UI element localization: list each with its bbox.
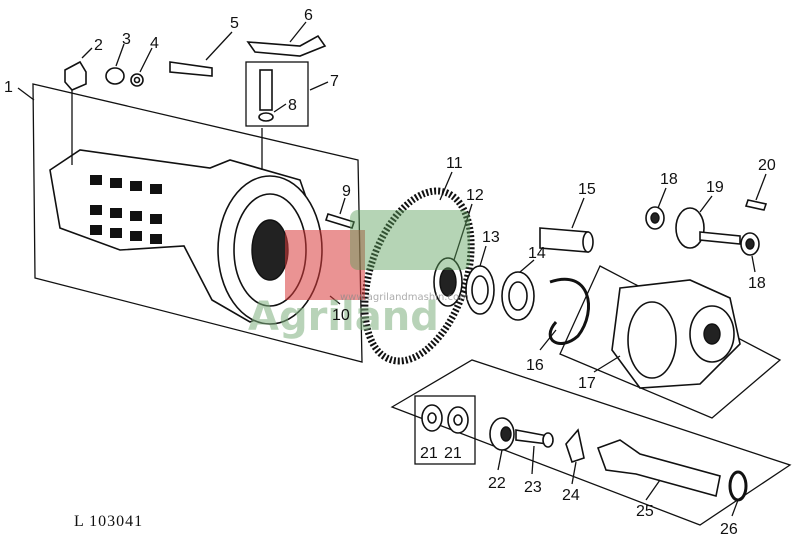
reference-code: L 103041 [74,513,143,530]
callout-20: 20 [758,157,776,174]
pin-9 [324,213,356,229]
pinion-gear-19 [675,207,741,249]
callout-21-left: 21 [420,445,438,462]
differential-carrier-17 [611,279,741,389]
watermark-logo-block [285,230,365,300]
sleeve-15 [539,227,594,253]
fitting-2 [64,60,87,91]
callout-11: 11 [446,155,463,172]
callout-7: 7 [330,73,339,90]
valve-assembly-8 [258,69,274,122]
plug-3 [105,67,125,85]
watermark-text: Agriland [248,294,439,340]
callout-18-upper: 18 [660,171,678,188]
washer-21-right [447,406,469,434]
callout-3: 3 [122,31,131,48]
callout-16: 16 [526,357,544,374]
housing-plane [32,83,363,363]
callout-26: 26 [720,521,738,538]
gasket-11 [361,187,475,365]
callout-4: 4 [150,35,159,52]
thrust-washer-18-upper [645,206,665,230]
callouts: 1 2 3 4 5 6 7 8 9 10 11 12 13 14 15 16 1… [4,7,776,538]
callout-18-lower: 18 [748,275,766,292]
callout-1: 1 [4,79,13,96]
callout-10: 10 [332,307,350,324]
washer-22 [489,417,515,451]
callout-21-right: 21 [444,445,462,462]
watermark-url: www.agrilandmashin.com [340,292,469,303]
axle-parts-plane [390,359,792,526]
leader-lines [17,21,767,517]
axle-housing [49,82,323,325]
callout-22: 22 [488,475,506,492]
lock-plate-24 [565,428,585,464]
callout-24: 24 [562,487,580,504]
cap-screw-23 [515,429,554,448]
bolt-5 [169,61,213,77]
callout-23: 23 [524,479,542,496]
washer-4 [130,73,144,87]
callout-6: 6 [304,7,313,24]
callout-14: 14 [528,245,546,262]
callout-19: 19 [706,179,724,196]
callout-2: 2 [94,37,103,54]
snap-ring-26 [728,470,748,502]
callout-12: 12 [466,187,484,204]
axle-shaft-25 [596,439,721,497]
kit-box-7 [245,61,309,127]
watermark: Agriland www.agrilandmashin.com [248,210,470,340]
callout-15: 15 [578,181,596,198]
watermark-tractor-shape [350,210,470,270]
callout-9: 9 [342,183,351,200]
kit-box-21 [414,395,476,465]
bearing-14 [501,271,535,321]
callout-17: 17 [578,375,596,392]
lever-6 [246,34,327,57]
thrust-washer-18-lower [740,232,760,256]
washer-21-left [421,404,443,432]
callout-25: 25 [636,503,654,520]
bearing-cone-13 [465,265,495,315]
callout-13: 13 [482,229,500,246]
callout-8: 8 [288,97,297,114]
pin-20 [744,199,768,211]
callout-5: 5 [230,15,239,32]
bearing-cup-12 [433,257,463,307]
